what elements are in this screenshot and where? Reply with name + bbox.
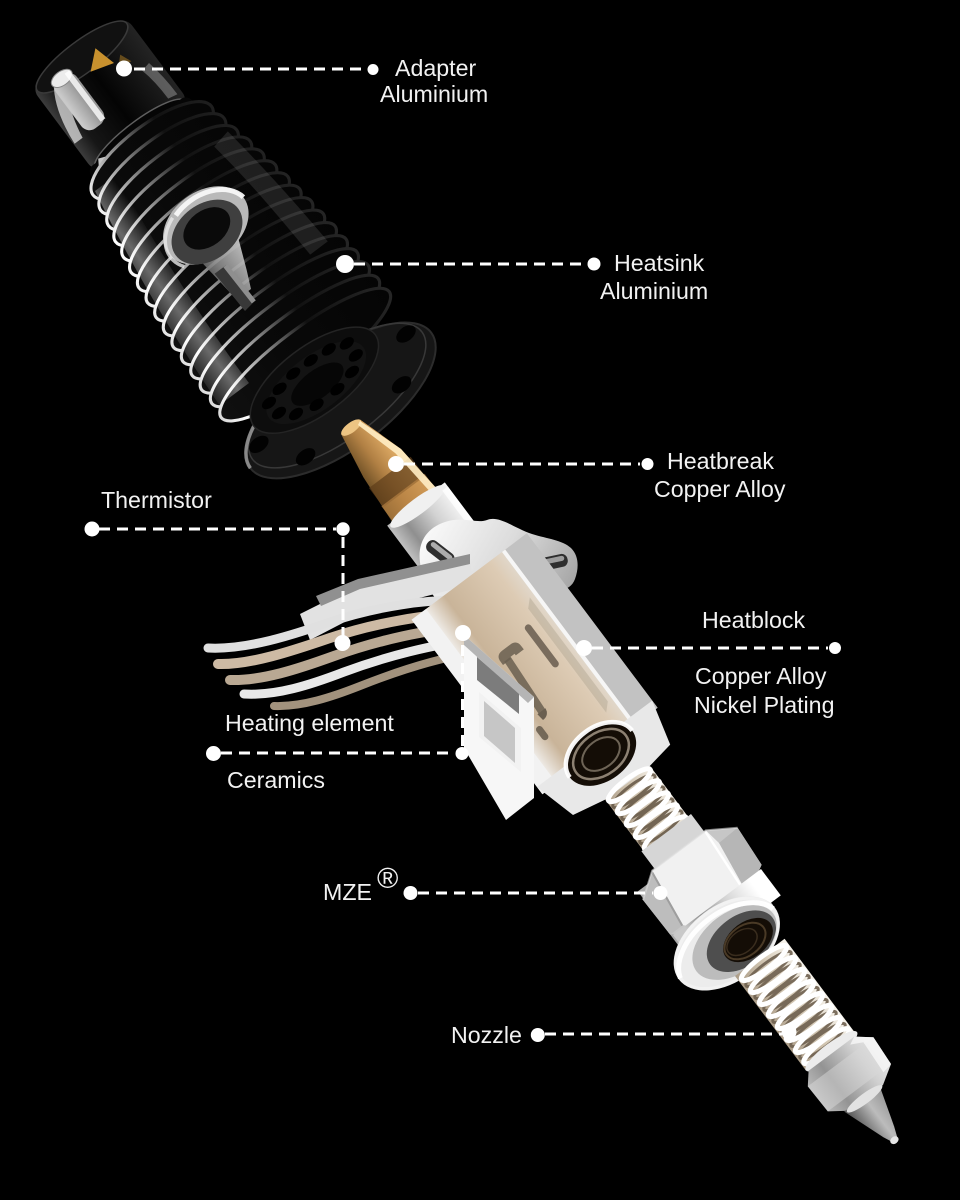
svg-text:Heatsink: Heatsink [614, 250, 705, 276]
svg-text:Heatbreak: Heatbreak [667, 448, 774, 474]
svg-text:Copper Alloy: Copper Alloy [654, 476, 786, 502]
svg-text:Aluminium: Aluminium [380, 81, 488, 107]
svg-text:®: ® [377, 863, 398, 895]
svg-text:Thermistor: Thermistor [101, 487, 212, 513]
svg-text:Nickel Plating: Nickel Plating [694, 692, 834, 718]
svg-text:Aluminium: Aluminium [600, 278, 708, 304]
svg-text:Heatblock: Heatblock [702, 607, 806, 633]
svg-text:Heating element: Heating element [225, 710, 394, 736]
svg-text:MZE: MZE [323, 879, 372, 905]
svg-text:Copper Alloy: Copper Alloy [695, 663, 827, 689]
svg-text:Adapter: Adapter [395, 55, 476, 81]
svg-text:Nozzle: Nozzle [451, 1022, 522, 1048]
svg-text:Ceramics: Ceramics [227, 767, 325, 793]
